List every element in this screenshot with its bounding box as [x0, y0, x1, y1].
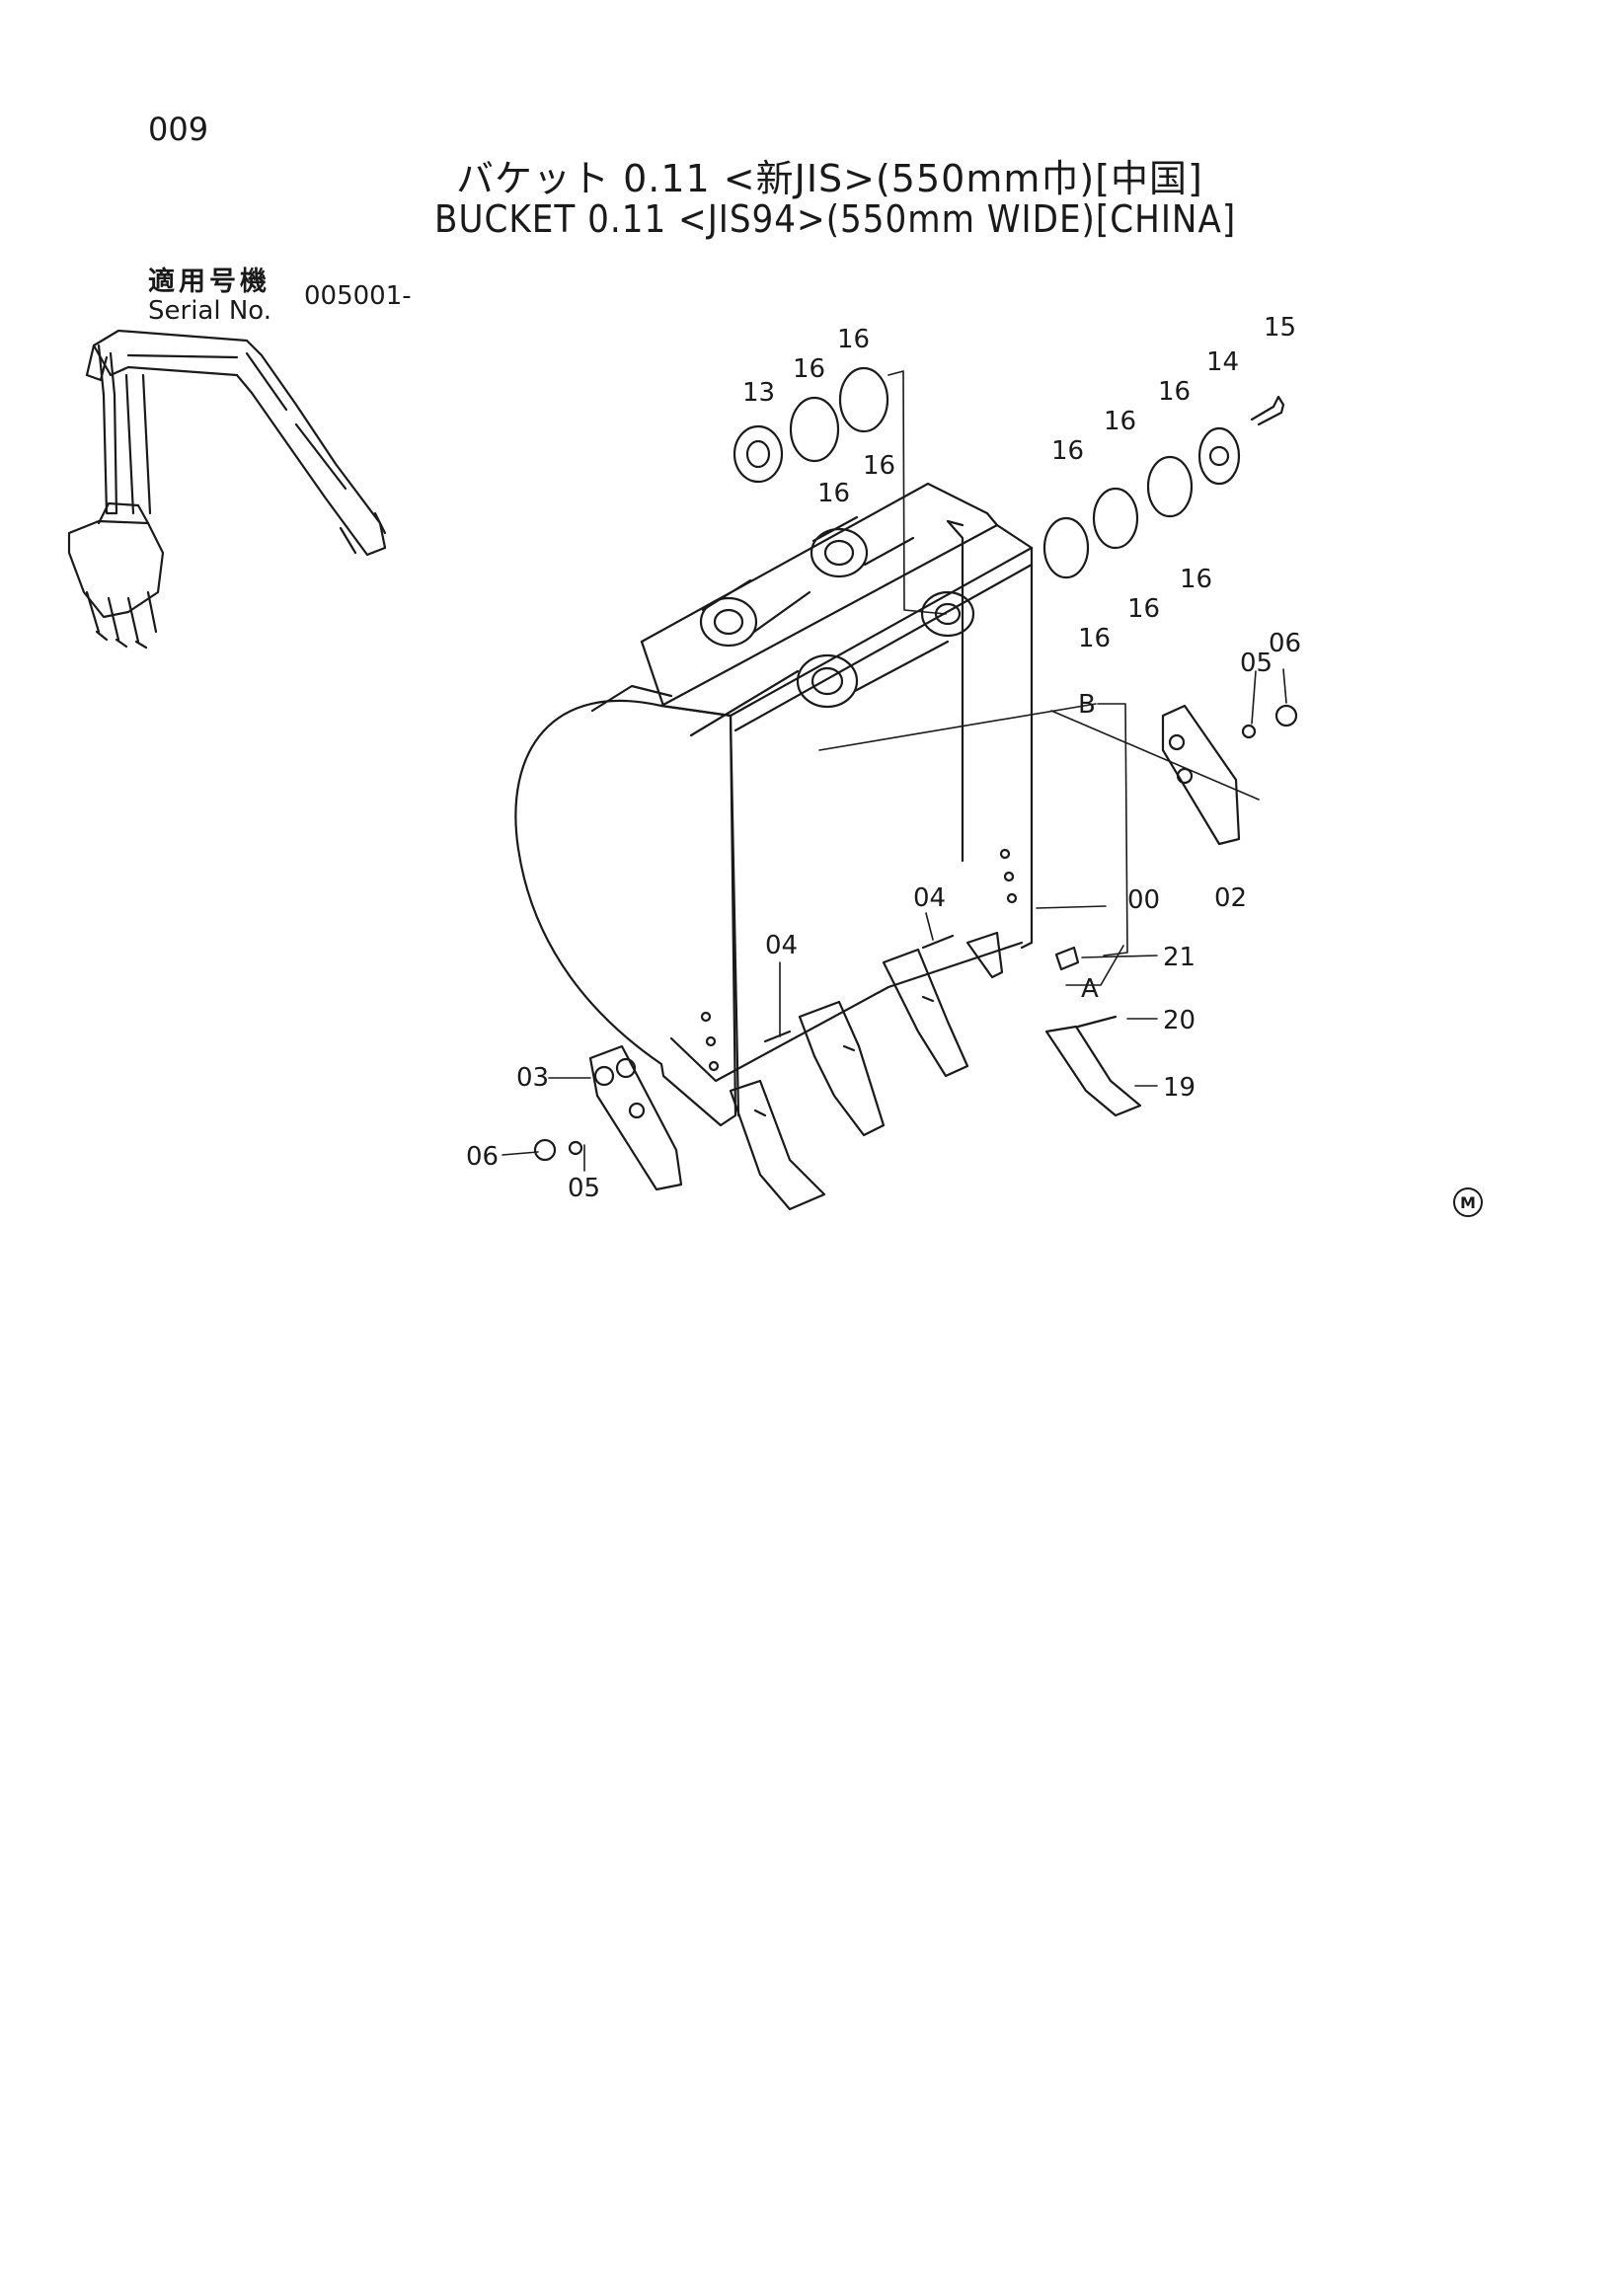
- plate-14: [1197, 426, 1241, 486]
- bolt-15: [1250, 395, 1285, 426]
- bucket-teeth: [729, 931, 1142, 1211]
- callout-06: 06: [466, 1142, 499, 1172]
- callout-04: 04: [913, 883, 946, 913]
- title-japanese: バケット 0.11 <新JIS>(550mm巾)[中国]: [456, 157, 1203, 200]
- callout-05: 05: [568, 1174, 600, 1203]
- bucket-body: [514, 482, 1034, 1127]
- callout-00: 00: [1127, 885, 1160, 915]
- callout-06: 06: [1269, 629, 1301, 658]
- excavator-thumbnail: [67, 329, 387, 650]
- callout-05: 05: [1240, 649, 1273, 678]
- callout-03: 03: [516, 1063, 549, 1093]
- corner-mark: M: [1453, 1187, 1483, 1217]
- title-english: BUCKET 0.11 <JIS94>(550mm WIDE)[CHINA]: [434, 197, 1237, 241]
- callout-16: 16: [863, 451, 895, 481]
- callout-02: 02: [1214, 883, 1247, 913]
- callout-A: A: [1081, 974, 1099, 1004]
- serial-number: 005001-: [304, 281, 412, 311]
- callout-20: 20: [1163, 1006, 1196, 1035]
- page-number: 009: [148, 111, 209, 148]
- callout-19: 19: [1163, 1073, 1196, 1103]
- callout-16: 16: [817, 479, 850, 508]
- serial-label: Serial No.: [148, 296, 271, 326]
- callout-16: 16: [837, 325, 870, 354]
- callout-13: 13: [742, 378, 775, 408]
- callout-21: 21: [1163, 943, 1196, 972]
- callout-16: 16: [1180, 565, 1212, 594]
- callout-16: 16: [1078, 624, 1111, 653]
- callout-16: 16: [1158, 377, 1191, 407]
- callout-04: 04: [765, 931, 798, 960]
- callout-B: B: [1078, 690, 1096, 720]
- bushing-13: [733, 424, 784, 484]
- shim-16: [789, 396, 840, 463]
- callout-16: 16: [793, 354, 825, 384]
- callout-16: 16: [1051, 436, 1084, 466]
- side-cutter-02: [1161, 704, 1241, 846]
- callout-16: 16: [1127, 594, 1160, 624]
- serial-label-japanese: 適用号機: [148, 267, 270, 297]
- callout-15: 15: [1264, 313, 1296, 343]
- callout-16: 16: [1104, 407, 1136, 436]
- side-cutter-03: [588, 1044, 683, 1191]
- callout-14: 14: [1206, 347, 1239, 377]
